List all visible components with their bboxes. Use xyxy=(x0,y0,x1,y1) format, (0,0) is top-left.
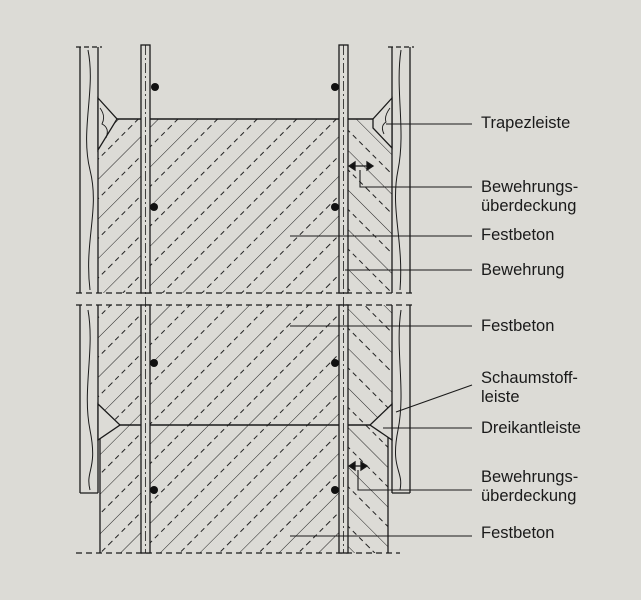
label-bewehrungsueberdeckung-lower: Bewehrungs- überdeckung xyxy=(481,468,579,505)
label-bewehrungsueberdeckung-upper: Bewehrungs- überdeckung xyxy=(481,178,579,215)
label-schaumstoffleiste: Schaumstoff- leiste xyxy=(481,369,578,406)
formwork-lower xyxy=(79,305,411,494)
rebar-cross-sections xyxy=(150,83,339,494)
trapezleiste-right xyxy=(372,96,393,150)
label-festbeton-3: Festbeton xyxy=(481,524,555,542)
concrete-lower-base xyxy=(100,425,348,553)
formwork-upper xyxy=(76,46,414,293)
rebars xyxy=(140,44,349,554)
label-dreikantleiste: Dreikantleiste xyxy=(481,419,581,437)
concrete-upper xyxy=(98,119,348,293)
dreikantleiste-left xyxy=(97,402,122,442)
label-festbeton-1: Festbeton xyxy=(481,226,555,244)
cover-arrows xyxy=(347,160,375,472)
concrete-upper-cover xyxy=(348,119,392,293)
label-bewehrung: Bewehrung xyxy=(481,261,565,279)
concrete-lower-fresh xyxy=(98,305,348,425)
label-trapezleiste: Trapezleiste xyxy=(481,114,571,132)
label-festbeton-2: Festbeton xyxy=(481,317,555,335)
leader-lines xyxy=(290,123,473,537)
dreikantleiste-right xyxy=(368,402,393,442)
